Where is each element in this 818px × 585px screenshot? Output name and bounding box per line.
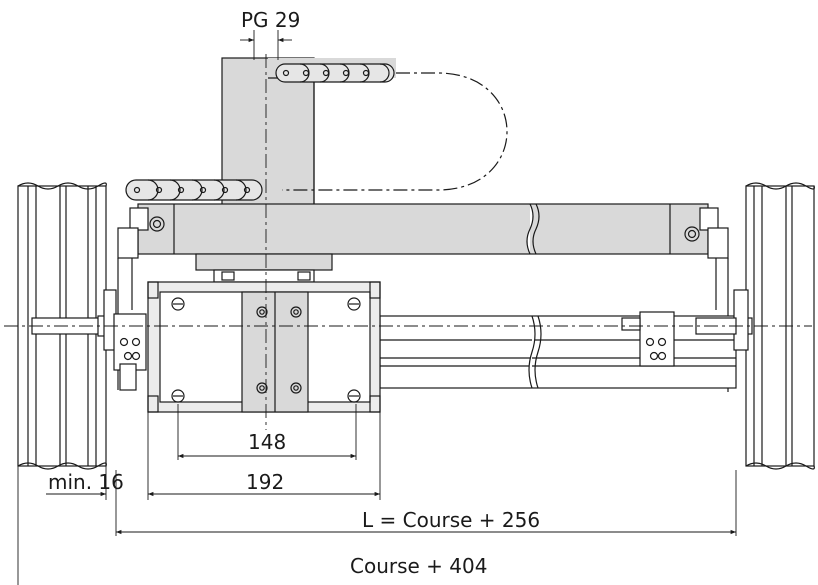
dimension-l-course: L = Course + 256: [362, 508, 541, 532]
lower-cable-chain: [125, 179, 263, 201]
horizontal-axis-profile: [379, 315, 737, 389]
dimension-pg29: PG 29: [241, 8, 301, 32]
dimension-course404: Course + 404: [350, 554, 488, 578]
slide-carriage: [147, 281, 381, 413]
dimension-lines: [46, 37, 736, 535]
adapter-plate: [195, 253, 333, 283]
upper-cable-chain: [275, 63, 395, 83]
left-beam-bracket: [117, 227, 139, 259]
extension-lines: [17, 30, 737, 585]
left-shock-absorber: [31, 289, 147, 391]
dimension-192: 192: [246, 470, 285, 494]
cable-loop: [282, 72, 508, 191]
upper-beam: [129, 203, 719, 255]
dimension-148: 148: [248, 430, 287, 454]
centerlines: [4, 54, 812, 430]
right-beam-bracket: [707, 227, 729, 259]
dimension-min16: min. 16: [48, 470, 124, 494]
